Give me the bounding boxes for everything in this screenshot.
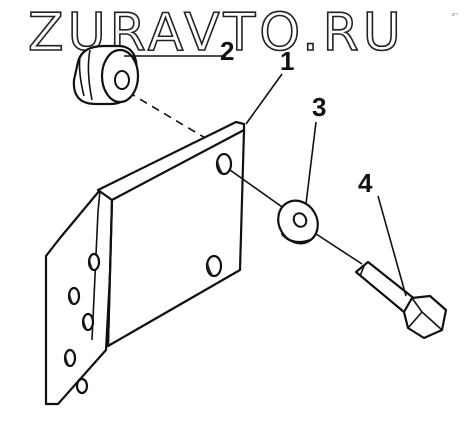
leader-line-4: [377, 195, 407, 297]
callout-1: 1: [280, 46, 294, 76]
leader-line-3: [305, 121, 317, 205]
callout-4: 4: [358, 168, 373, 198]
callout-3: 3: [312, 92, 326, 122]
callout-2: 2: [220, 36, 234, 66]
leader-line-1: [245, 73, 283, 125]
bracket-plate-part-1: [44, 120, 246, 406]
corner-mark: z~: [452, 12, 459, 18]
washer-part-3: [277, 199, 319, 245]
spacer-part-2: [72, 44, 140, 106]
axis-line-washer-bolt: [309, 229, 363, 265]
bolt-part-4: [354, 260, 448, 340]
